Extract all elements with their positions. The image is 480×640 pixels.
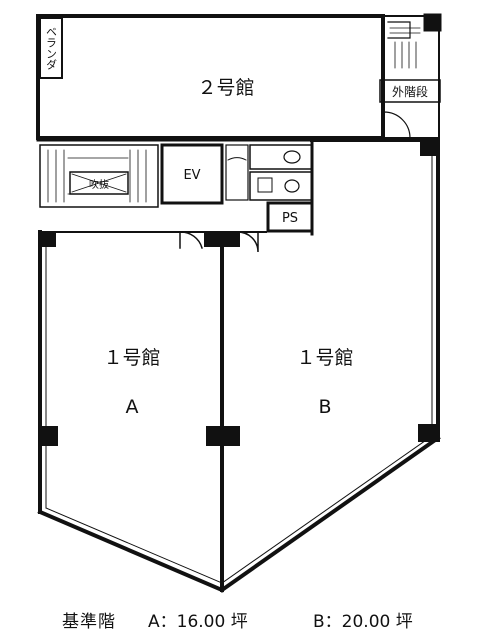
lower-units	[37, 138, 441, 593]
core-area	[36, 138, 439, 236]
unit-b-building-label: １号館	[296, 347, 353, 369]
unit-a-letter: A	[126, 396, 139, 418]
unit-b-area: B：20.00 坪	[313, 611, 413, 632]
outer-stairs	[379, 13, 442, 139]
building-2-label: ２号館	[197, 77, 254, 99]
columns	[40, 138, 440, 446]
veranda-label: ベランダ	[45, 26, 58, 70]
atrium-label: 吹抜	[89, 178, 109, 191]
floor-area-caption: 基準階 A：16.00 坪 B：20.00 坪	[0, 604, 480, 634]
outer-stairs-label: 外階段	[392, 84, 428, 99]
unit-a-building-label: １号館	[103, 347, 160, 369]
unit-b-letter: B	[318, 396, 331, 418]
pipe-shaft-label: PS	[282, 211, 298, 226]
elevator-label: EV	[183, 168, 200, 183]
floor-plan: ベランダ ２号館 外階段 吹抜 EV PS １号館 A １号館 B	[36, 13, 442, 593]
standard-floor-label: 基準階	[62, 611, 116, 632]
unit-a-area: A：16.00 坪	[148, 611, 248, 632]
